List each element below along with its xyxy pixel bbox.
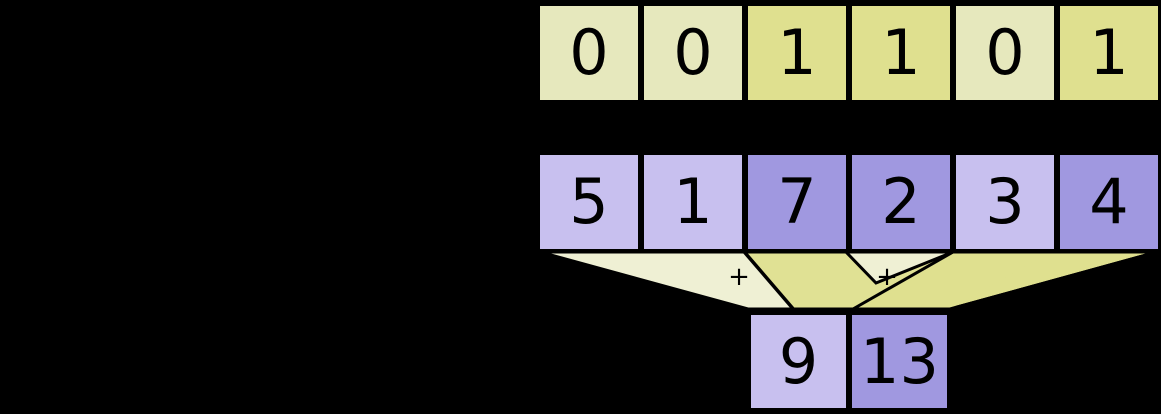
funnel-left-body bbox=[539, 250, 797, 311]
mask-cell-5: 1 bbox=[1057, 3, 1161, 103]
result-cell-1: 13 bbox=[849, 312, 950, 411]
plus-operator-right: + bbox=[876, 262, 898, 292]
data-cell-5: 4 bbox=[1057, 152, 1161, 252]
mask-cell-0: 0 bbox=[537, 3, 641, 103]
funnel-right-shape bbox=[740, 250, 1158, 311]
mask-cell-3: 1 bbox=[849, 3, 953, 103]
input-data-row: 5 1 7 2 3 4 bbox=[537, 152, 1161, 252]
funnel-left-diagonal-edge bbox=[539, 250, 749, 311]
output-result-row: 9 13 bbox=[748, 312, 950, 411]
data-cell-2: 7 bbox=[745, 152, 849, 252]
binary-mask-row: 0 0 1 1 0 1 bbox=[537, 3, 1161, 103]
data-cell-0: 5 bbox=[537, 152, 641, 252]
result-cell-0: 9 bbox=[748, 312, 849, 411]
data-cell-3: 2 bbox=[849, 152, 953, 252]
mask-cell-2: 1 bbox=[745, 3, 849, 103]
data-cell-4: 3 bbox=[953, 152, 1057, 252]
mask-cell-4: 0 bbox=[953, 3, 1057, 103]
mask-cell-1: 0 bbox=[641, 3, 745, 103]
data-cell-1: 1 bbox=[641, 152, 745, 252]
funnel-left-right-edge bbox=[852, 250, 954, 311]
funnel-right-diagonal-edge bbox=[949, 250, 1158, 311]
plus-operator-left: + bbox=[728, 262, 750, 292]
